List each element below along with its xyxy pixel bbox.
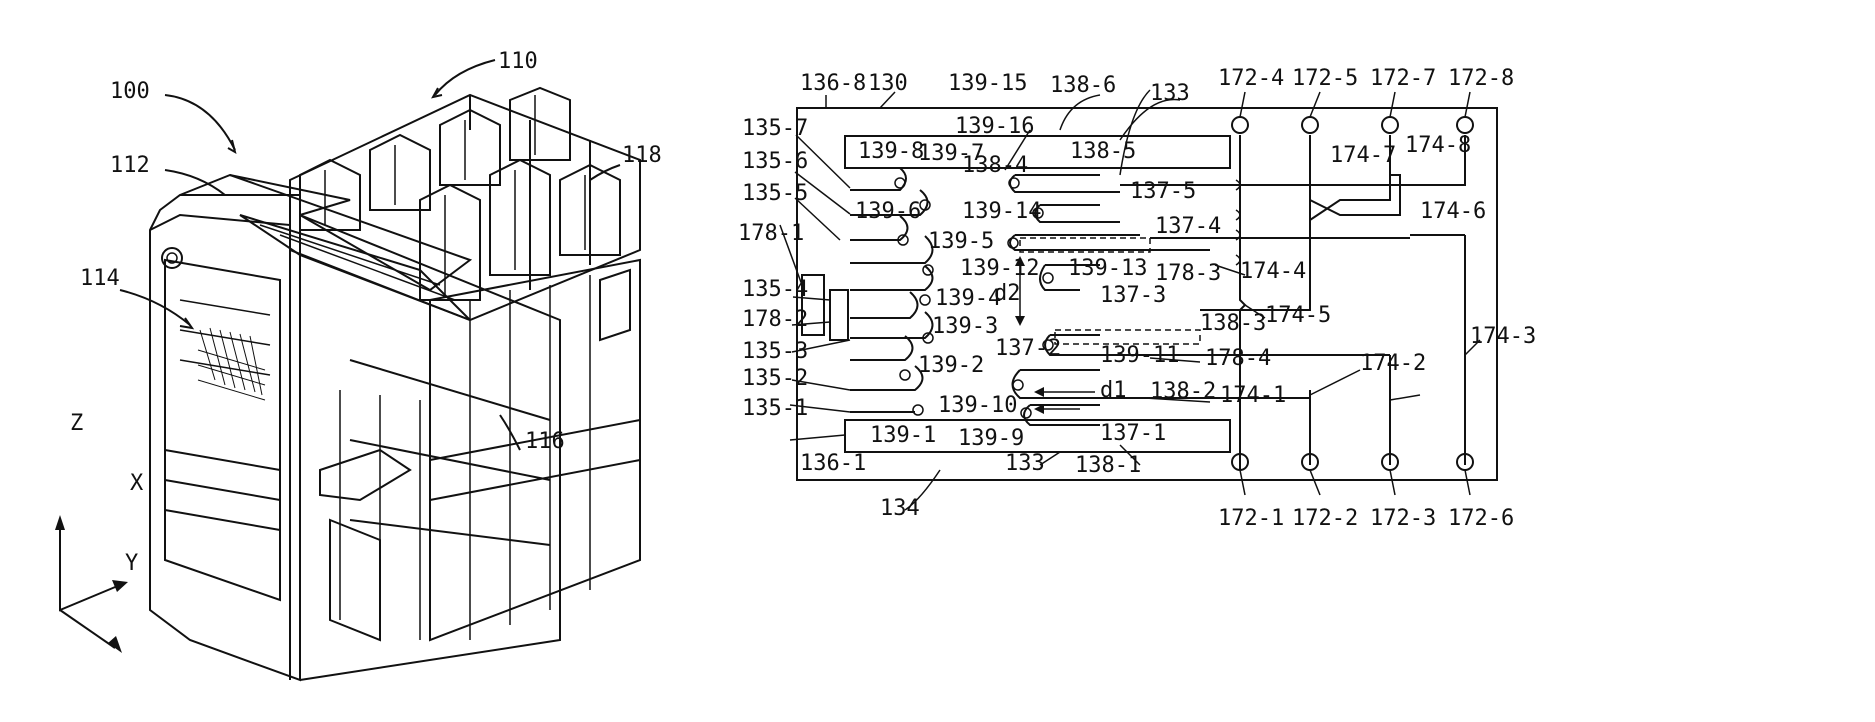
label-172-3: 172-3 bbox=[1370, 506, 1436, 531]
label-178-1: 178-1 bbox=[738, 221, 804, 246]
axis-x-label: X bbox=[130, 471, 144, 496]
label-174-3: 174-3 bbox=[1470, 324, 1536, 349]
label-110: 110 bbox=[498, 49, 538, 74]
label-135-4: 135-4 bbox=[742, 277, 808, 302]
label-139-13: 139-13 bbox=[1068, 256, 1147, 281]
label-139-1: 139-1 bbox=[870, 423, 936, 448]
label-139-2: 139-2 bbox=[918, 353, 984, 378]
axis-y-label: Y bbox=[125, 551, 138, 576]
label-136-1: 136-1 bbox=[800, 451, 866, 476]
label-174-2: 174-2 bbox=[1360, 351, 1426, 376]
label-138-1: 138-1 bbox=[1075, 453, 1141, 478]
label-139-9: 139-9 bbox=[958, 426, 1024, 451]
label-137-1: 137-1 bbox=[1100, 421, 1166, 446]
label-116: 116 bbox=[525, 429, 565, 454]
label-139-8: 139-8 bbox=[858, 139, 924, 164]
label-172-8: 172-8 bbox=[1448, 66, 1514, 91]
label-139-6: 139-6 bbox=[855, 199, 921, 224]
label-139-15: 139-15 bbox=[948, 71, 1027, 96]
label-139-3: 139-3 bbox=[932, 314, 998, 339]
label-137-3: 137-3 bbox=[1100, 283, 1166, 308]
label-135-5: 135-5 bbox=[742, 181, 808, 206]
label-114: 114 bbox=[80, 266, 120, 291]
label-139-10: 139-10 bbox=[938, 393, 1017, 418]
label-139-14: 139-14 bbox=[962, 199, 1041, 224]
label-135-7: 135-7 bbox=[742, 116, 808, 141]
label-133-bottom: 133 bbox=[1005, 451, 1045, 476]
label-135-6: 135-6 bbox=[742, 149, 808, 174]
label-174-1: 174-1 bbox=[1220, 383, 1286, 408]
label-174-6: 174-6 bbox=[1420, 199, 1486, 224]
label-139-4: 139-4 bbox=[935, 286, 1001, 311]
label-172-2: 172-2 bbox=[1292, 506, 1358, 531]
label-130: 130 bbox=[868, 71, 908, 96]
label-136-8: 136-8 bbox=[800, 71, 866, 96]
label-178-2: 178-2 bbox=[742, 307, 808, 332]
label-137-5: 137-5 bbox=[1130, 179, 1196, 204]
label-d1: d1 bbox=[1100, 378, 1127, 403]
label-135-2: 135-2 bbox=[742, 366, 808, 391]
label-174-8: 174-8 bbox=[1405, 133, 1471, 158]
label-138-5: 138-5 bbox=[1070, 139, 1136, 164]
label-118: 118 bbox=[622, 143, 662, 168]
label-138-4: 138-4 bbox=[962, 153, 1028, 178]
coordinate-axes: Z X Y bbox=[55, 411, 144, 653]
label-172-4: 172-4 bbox=[1218, 66, 1284, 91]
label-139-16: 139-16 bbox=[955, 114, 1034, 139]
label-172-6: 172-6 bbox=[1448, 506, 1514, 531]
label-137-4: 137-4 bbox=[1155, 214, 1221, 239]
label-172-7: 172-7 bbox=[1370, 66, 1436, 91]
label-135-3: 135-3 bbox=[742, 339, 808, 364]
label-138-6: 138-6 bbox=[1050, 73, 1116, 98]
axis-z-label: Z bbox=[70, 411, 83, 436]
label-137-2: 137-2 bbox=[995, 336, 1061, 361]
left-labels: 100 110 112 114 116 118 bbox=[80, 49, 662, 454]
label-139-12: 139-12 bbox=[960, 256, 1039, 281]
label-174-4: 174-4 bbox=[1240, 259, 1306, 284]
label-135-1: 135-1 bbox=[742, 396, 808, 421]
label-174-5: 174-5 bbox=[1265, 303, 1331, 328]
jack-perspective-view bbox=[150, 88, 640, 680]
label-174-7: 174-7 bbox=[1330, 143, 1396, 168]
label-178-4: 178-4 bbox=[1205, 346, 1271, 371]
label-d2: d2 bbox=[994, 281, 1021, 306]
label-139-11: 139-11 bbox=[1100, 343, 1179, 368]
label-172-1: 172-1 bbox=[1218, 506, 1284, 531]
label-112: 112 bbox=[110, 153, 150, 178]
label-172-5: 172-5 bbox=[1292, 66, 1358, 91]
label-133-top: 133 bbox=[1150, 81, 1190, 106]
label-139-5: 139-5 bbox=[928, 229, 994, 254]
label-100: 100 bbox=[110, 79, 150, 104]
label-134: 134 bbox=[880, 496, 920, 521]
label-138-2: 138-2 bbox=[1150, 379, 1216, 404]
label-138-3: 138-3 bbox=[1200, 311, 1266, 336]
